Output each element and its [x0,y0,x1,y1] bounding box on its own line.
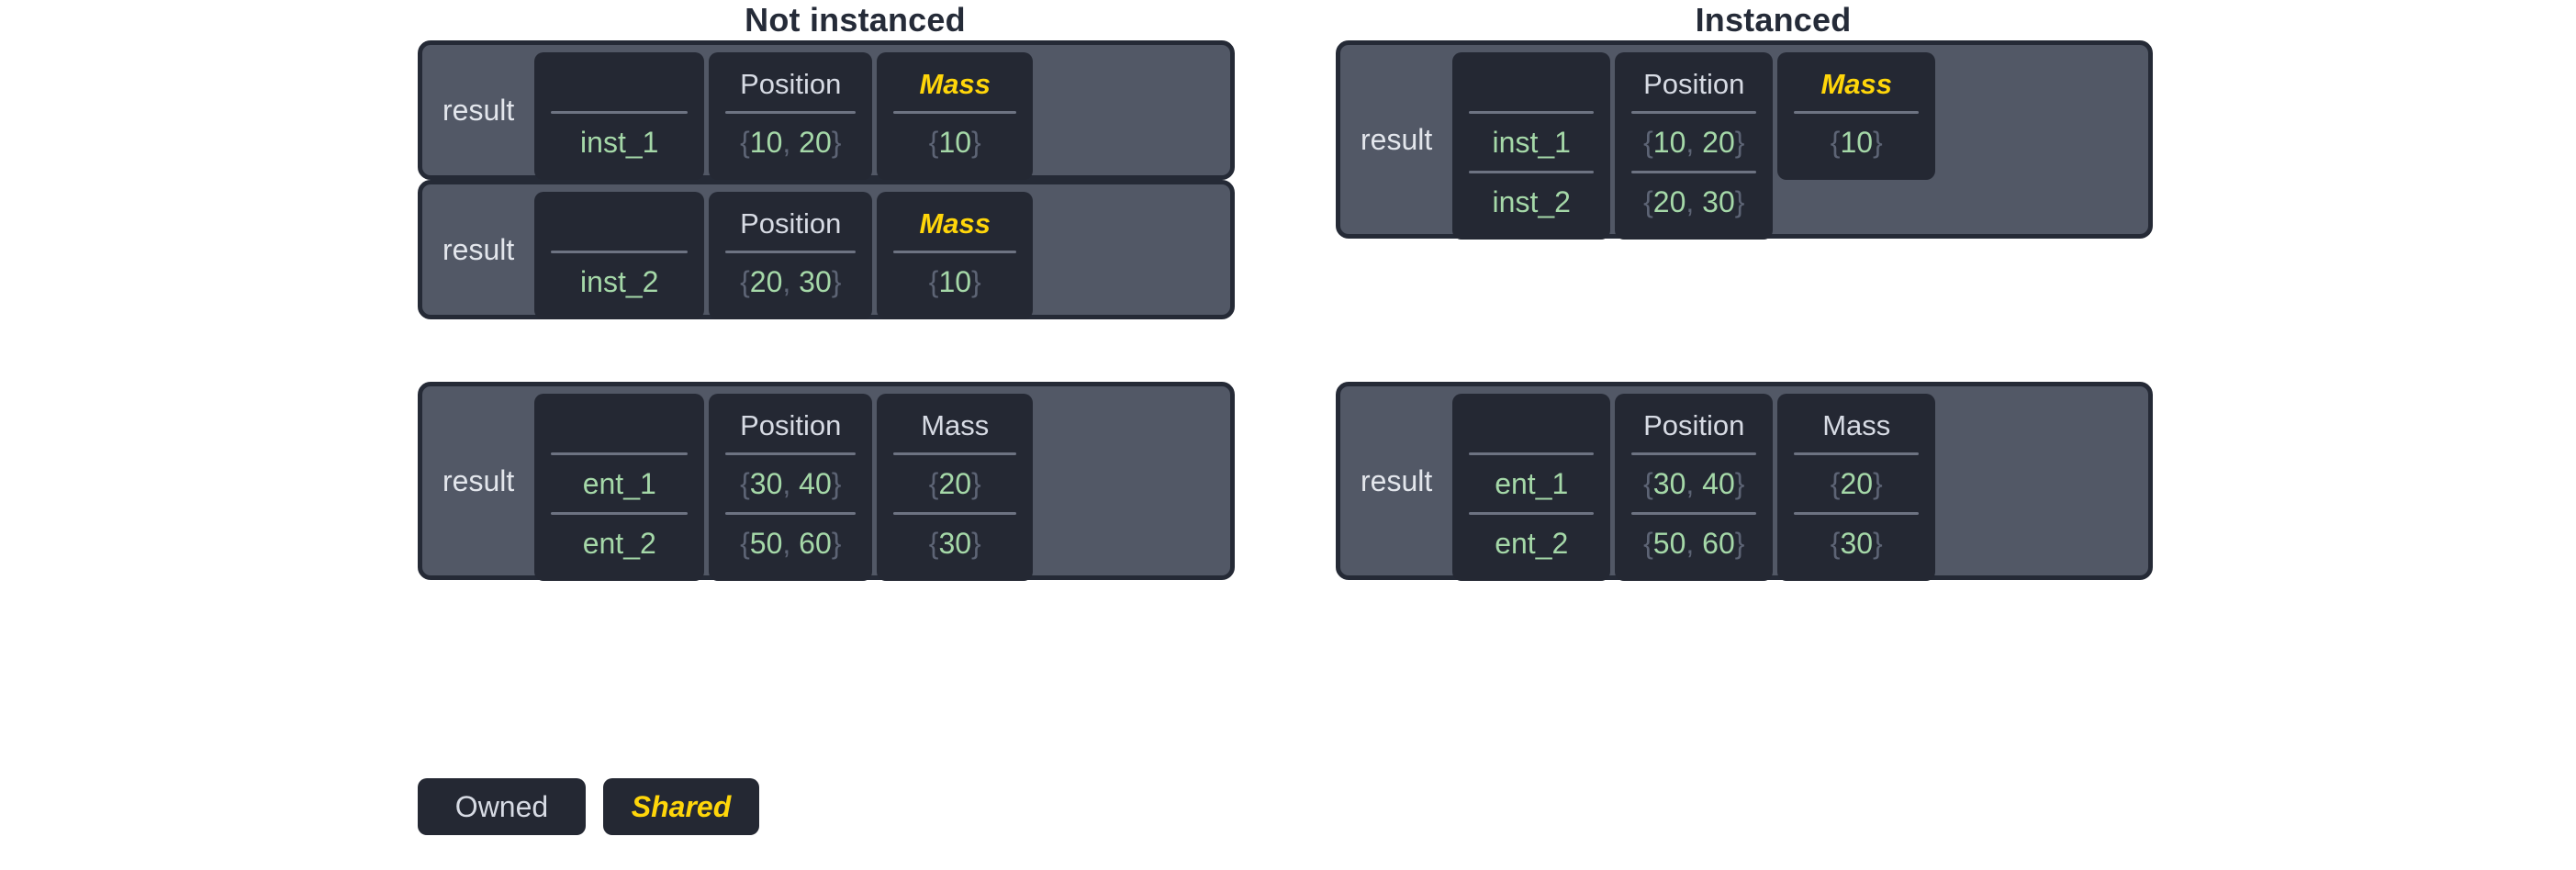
header-divider [1631,452,1757,455]
result-box: result inst_1 inst_2 Position {10, 20} {… [1336,40,2153,240]
header-divider [893,111,1017,114]
header-divider [725,452,857,455]
column-mass: Mass {10} [1777,52,1936,180]
row-divider [893,512,1017,515]
cell-entity-name: ent_1 [1495,467,1569,500]
panel-not-instanced: Not instanced result inst_1 Position {10… [418,0,1293,581]
column-header-mass: Mass [1822,409,1891,441]
component-table: inst_1 Position {10, 20} Mass {10} [534,52,1223,180]
result-label: result [1361,122,1433,156]
cell-entity-name: inst_2 [580,265,659,298]
row-divider [1469,171,1595,173]
cell-mass-value: {20} [1830,467,1883,500]
header-divider [1469,452,1595,455]
row-divider [725,512,857,515]
header-divider [725,251,857,253]
cell-position-value: {50, 60} [1643,527,1745,560]
row-divider [551,512,689,515]
cell-entity-name: inst_2 [1492,185,1571,218]
column-entity: inst_2 [534,192,705,319]
row-divider [1469,512,1595,515]
column-header-mass: Mass [919,68,991,100]
header-divider [551,251,689,253]
legend-item-shared: Shared [603,778,759,835]
panel-instanced: Instanced result inst_1 inst_2 Position … [1336,0,2211,581]
result-label: result [442,93,515,127]
cell-mass-value: {10} [1830,126,1883,159]
cell-entity-name: ent_2 [582,527,656,560]
column-header-mass: Mass [919,207,991,240]
column-header-entity [1452,399,1610,452]
column-header-position: Position [740,207,842,240]
column-position: Position {10, 20} [709,52,873,180]
column-entity: ent_1 ent_2 [1452,394,1611,581]
component-table: inst_1 inst_2 Position {10, 20} {20, 30}… [1452,52,2141,240]
cell-position-value: {30, 40} [740,467,842,500]
cell-entity-name: ent_2 [1495,527,1569,560]
cell-position-value: {20, 30} [740,265,842,298]
legend-item-owned: Owned [418,778,586,835]
row-divider [1794,512,1920,515]
column-mass: Mass {20} {30} [1777,394,1936,581]
cell-mass-value: {10} [928,126,981,159]
result-label: result [1361,463,1433,497]
cell-position-value: {10, 20} [1643,126,1745,159]
column-entity: inst_1 inst_2 [1452,52,1611,240]
cell-position-value: {10, 20} [740,126,842,159]
header-divider [893,452,1017,455]
column-mass: Mass {10} [877,192,1034,319]
column-header-entity [534,197,704,251]
header-divider [551,452,689,455]
column-mass: Mass {10} [877,52,1034,180]
column-header-entity [534,399,704,452]
cell-position-value: {20, 30} [1643,185,1745,218]
panel-title-instanced: Instanced [1695,1,1852,39]
legend: Owned Shared [418,778,759,835]
cell-mass-value: {10} [928,265,981,298]
result-box: result ent_1 ent_2 Position {30, 40} {50… [1336,382,2153,581]
column-entity: ent_1 ent_2 [534,394,705,581]
cell-position-value: {30, 40} [1643,467,1745,500]
row-divider [1631,512,1757,515]
header-divider [725,111,857,114]
cell-entity-name: inst_1 [580,126,659,159]
column-header-position: Position [740,68,842,100]
column-header-position: Position [740,409,842,441]
column-header-mass: Mass [921,409,990,441]
component-table: ent_1 ent_2 Position {30, 40} {50, 60} M… [1452,394,2141,581]
column-mass: Mass {20} {30} [877,394,1034,581]
cell-entity-name: ent_1 [582,467,656,500]
result-label: result [442,463,515,497]
header-divider [893,251,1017,253]
result-label: result [442,232,515,266]
column-position: Position {30, 40} {50, 60} [709,394,873,581]
column-header-position: Position [1643,68,1745,100]
column-header-entity [1452,58,1610,111]
component-table: inst_2 Position {20, 30} Mass {10} [534,192,1223,319]
cell-mass-value: {30} [1830,527,1883,560]
result-box: result ent_1 ent_2 Position {30, 40} {50… [418,382,1235,581]
result-box: result inst_1 Position {10, 20} Mass {10… [418,40,1235,180]
header-divider [1794,452,1920,455]
header-divider [551,111,689,114]
cell-mass-value: {30} [928,527,981,560]
cell-entity-name: inst_1 [1492,126,1571,159]
column-header-mass: Mass [1820,68,1893,100]
column-entity: inst_1 [534,52,705,180]
column-position: Position {10, 20} {20, 30} [1615,52,1774,240]
column-position: Position {20, 30} [709,192,873,319]
header-divider [1469,111,1595,114]
result-box: result inst_2 Position {20, 30} Mass {10… [418,180,1235,319]
cell-position-value: {50, 60} [740,527,842,560]
panel-title-not-instanced: Not instanced [745,1,966,39]
column-header-position: Position [1643,409,1745,441]
cell-mass-value: {20} [928,467,981,500]
column-position: Position {30, 40} {50, 60} [1615,394,1774,581]
header-divider [1794,111,1920,114]
row-divider [1631,171,1757,173]
header-divider [1631,111,1757,114]
column-header-entity [534,58,704,111]
component-table: ent_1 ent_2 Position {30, 40} {50, 60} M… [534,394,1223,581]
